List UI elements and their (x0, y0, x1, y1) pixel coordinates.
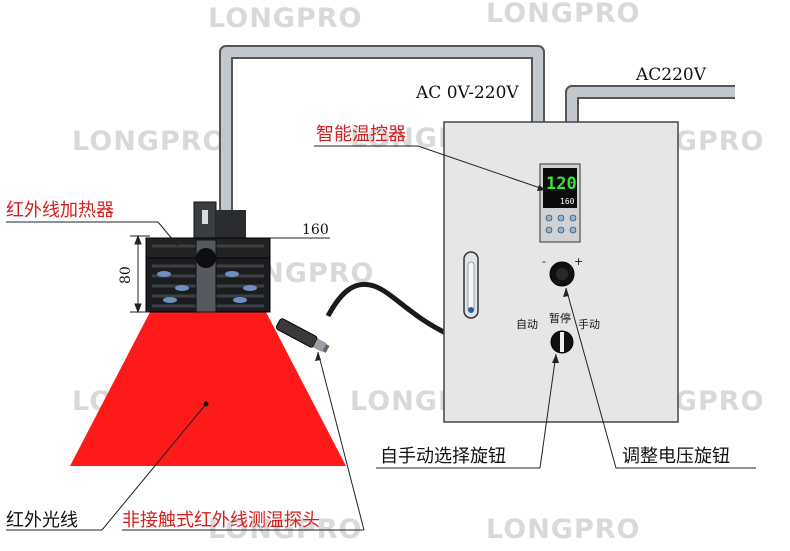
watermark: LONGPRO (208, 3, 363, 34)
conduit-left (219, 45, 545, 212)
selector-auto-label: 自动 (516, 318, 538, 331)
label-power-left: AC 0V-220V (415, 83, 519, 103)
voltage-knob[interactable] (549, 261, 575, 287)
label-infrared-light: 红外光线 (6, 510, 78, 531)
controller-pv-value: 120 (546, 174, 577, 194)
label-probe: 非接触式红外线测温探头 (122, 510, 320, 531)
label-voltage-knob: 调整电压旋钮 (622, 446, 730, 467)
infrared-heater-icon (145, 201, 271, 313)
controller-sv-value: 160 (560, 197, 575, 206)
label-controller: 智能温控器 (316, 124, 406, 145)
selector-pause-label: 暂停 (549, 311, 571, 325)
watermark: LONGPRO (72, 126, 227, 157)
selector-knob[interactable] (550, 330, 574, 354)
watermark: LONGPRO (486, 514, 641, 545)
selector-manual-label: 手动 (578, 317, 600, 331)
label-power-right: AC220V (635, 65, 707, 85)
voltage-minus-mark: - (542, 255, 546, 268)
label-selector-knob: 自手动选择旋钮 (380, 446, 506, 467)
dimension-lines (130, 234, 330, 314)
temperature-probe-icon (275, 281, 450, 353)
infrared-beam (70, 312, 346, 466)
conduit-right (565, 85, 735, 122)
leader-lines (6, 145, 756, 531)
watermark: LONGPRO (486, 0, 641, 29)
dimension-height: 80 (118, 266, 134, 284)
temperature-controller-icon: 120 160 (539, 163, 581, 243)
dimension-width: 160 (302, 222, 329, 238)
label-heater: 红外线加热器 (6, 200, 114, 221)
voltage-plus-mark: + (574, 255, 583, 268)
